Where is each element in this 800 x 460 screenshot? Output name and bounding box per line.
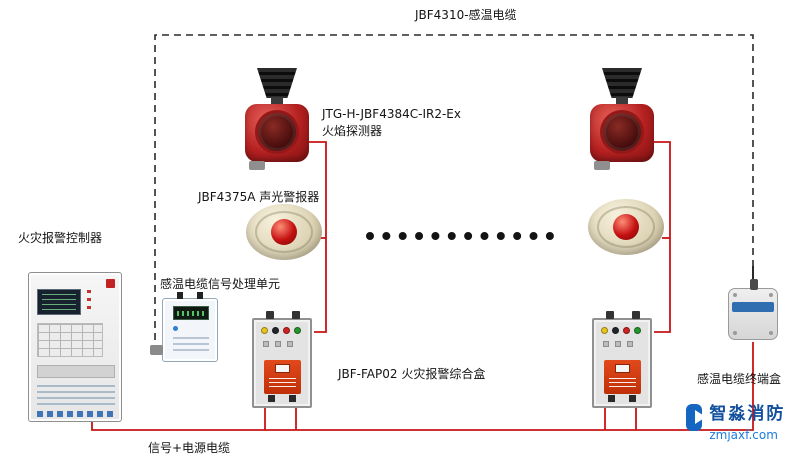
indicator-green (634, 327, 641, 334)
junction-switch (275, 341, 281, 347)
signal-unit-terminal (197, 292, 203, 299)
terminal-box-gland (750, 279, 758, 290)
top-cable-label: JBF4310-感温电缆 (415, 8, 517, 22)
junction-box-1 (252, 311, 312, 408)
signal-unit-caption-lines (173, 337, 209, 351)
junction-plate-text-lines (609, 378, 636, 389)
junction-switch (603, 341, 609, 347)
signal-processing-unit (150, 292, 218, 362)
sounder-ring (255, 211, 313, 253)
indicator-dark (612, 327, 619, 334)
junction-terminals (268, 395, 296, 402)
junction-indicator-row (261, 327, 301, 334)
terminal-box-blue-band (732, 302, 774, 312)
detector-horn-icon (257, 68, 297, 98)
signal-unit-label: 感温电缆信号处理单元 (160, 277, 281, 291)
panel-keypad (37, 323, 103, 357)
detector-bracket (594, 161, 610, 170)
junction-switch (263, 341, 269, 347)
panel-paper-slot (37, 365, 115, 378)
flame-detector-model: JTG-H-JBF4384C-IR2-Ex (322, 107, 461, 121)
detector-lens (603, 113, 641, 151)
signal-unit-terminal (177, 292, 183, 299)
signal-unit-display-text (177, 311, 205, 316)
signal-unit-display (173, 306, 209, 320)
brand-domain: zmjaxf.com (709, 428, 778, 442)
terminal-box-screw (769, 293, 773, 297)
controller-label: 火灾报警控制器 (18, 231, 103, 245)
junction-switch (287, 341, 293, 347)
sounder-strobe-1 (246, 204, 322, 260)
detector-bracket (249, 161, 265, 170)
sounder-lamp (613, 214, 639, 240)
continuation-dots (366, 232, 554, 240)
fire-alarm-control-panel (28, 272, 122, 422)
junction-terminal (608, 395, 615, 402)
brand-name: 智淼消防 (709, 404, 786, 424)
indicator-red (623, 327, 630, 334)
brand-logo-triangle (695, 410, 706, 424)
flame-detector-1 (245, 68, 309, 170)
indicator-yellow (261, 327, 268, 334)
panel-lcd-screen (37, 289, 81, 315)
brand-text-block: 智淼消防 zmjaxf.com (709, 404, 800, 443)
sounder-label: JBF4375A 声光警报器 (198, 190, 320, 204)
detector-horn-neck (271, 97, 283, 105)
junction-red-plate (264, 360, 301, 394)
indicator-yellow (601, 327, 608, 334)
junction-indicator-row (601, 327, 641, 334)
junction-terminal (289, 395, 296, 402)
signal-unit-cable-gland (150, 345, 163, 355)
junction-gland (266, 311, 274, 319)
detector-horn-neck (616, 97, 628, 105)
junction-switch (615, 341, 621, 347)
junction-plate-window (615, 364, 630, 373)
sounder-strobe-2 (588, 199, 664, 255)
detector-lens (258, 113, 296, 151)
panel-led-column (87, 290, 91, 314)
signal-power-bus (91, 342, 754, 431)
junction-red-plate (604, 360, 641, 394)
panel-lcd-text (42, 294, 76, 310)
terminal-box-label: 感温电缆终端盒 (697, 372, 782, 386)
terminal-box-screw (733, 293, 737, 297)
junction-switch (627, 341, 633, 347)
junction-terminal (268, 395, 275, 402)
bottom-cable-label: 信号+电源电缆 (148, 441, 231, 455)
indicator-red (283, 327, 290, 334)
flame-detector-2 (590, 68, 654, 170)
junction-box-2 (592, 311, 652, 408)
panel-caption-lines (37, 385, 115, 405)
panel-brand-badge (106, 279, 115, 288)
junction-box-label: JBF-FAP02 火灾报警综合盒 (338, 367, 486, 381)
junction-terminals (608, 395, 636, 402)
brand-logo-icon (686, 404, 706, 431)
indicator-green (294, 327, 301, 334)
cable-terminal-box (728, 279, 778, 340)
junction-terminal (629, 395, 636, 402)
terminal-box-screw (769, 331, 773, 335)
brand-logo: 智淼消防 zmjaxf.com (686, 404, 800, 443)
junction-gland (632, 311, 640, 319)
terminal-box-screw (733, 331, 737, 335)
loop2-wire (650, 141, 671, 333)
indicator-dark (272, 327, 279, 334)
junction-switch-row (603, 341, 633, 347)
panel-footer-strip (37, 411, 115, 417)
signal-unit-led (173, 326, 178, 331)
flame-detector-name: 火焰探测器 (322, 124, 383, 138)
flame-detector-label: JTG-H-JBF4384C-IR2-Ex 火焰探测器 (322, 106, 461, 140)
junction-plate-window (275, 364, 290, 373)
junction-switch-row (263, 341, 293, 347)
detector-horn-icon (602, 68, 642, 98)
junction-plate-text-lines (269, 378, 296, 389)
junction-gland (292, 311, 300, 319)
sensing-cable-dashed-run (154, 34, 754, 352)
sounder-lamp (271, 219, 297, 245)
junction-gland (606, 311, 614, 319)
loop1-wire (305, 141, 327, 333)
sounder-ring (597, 206, 655, 248)
